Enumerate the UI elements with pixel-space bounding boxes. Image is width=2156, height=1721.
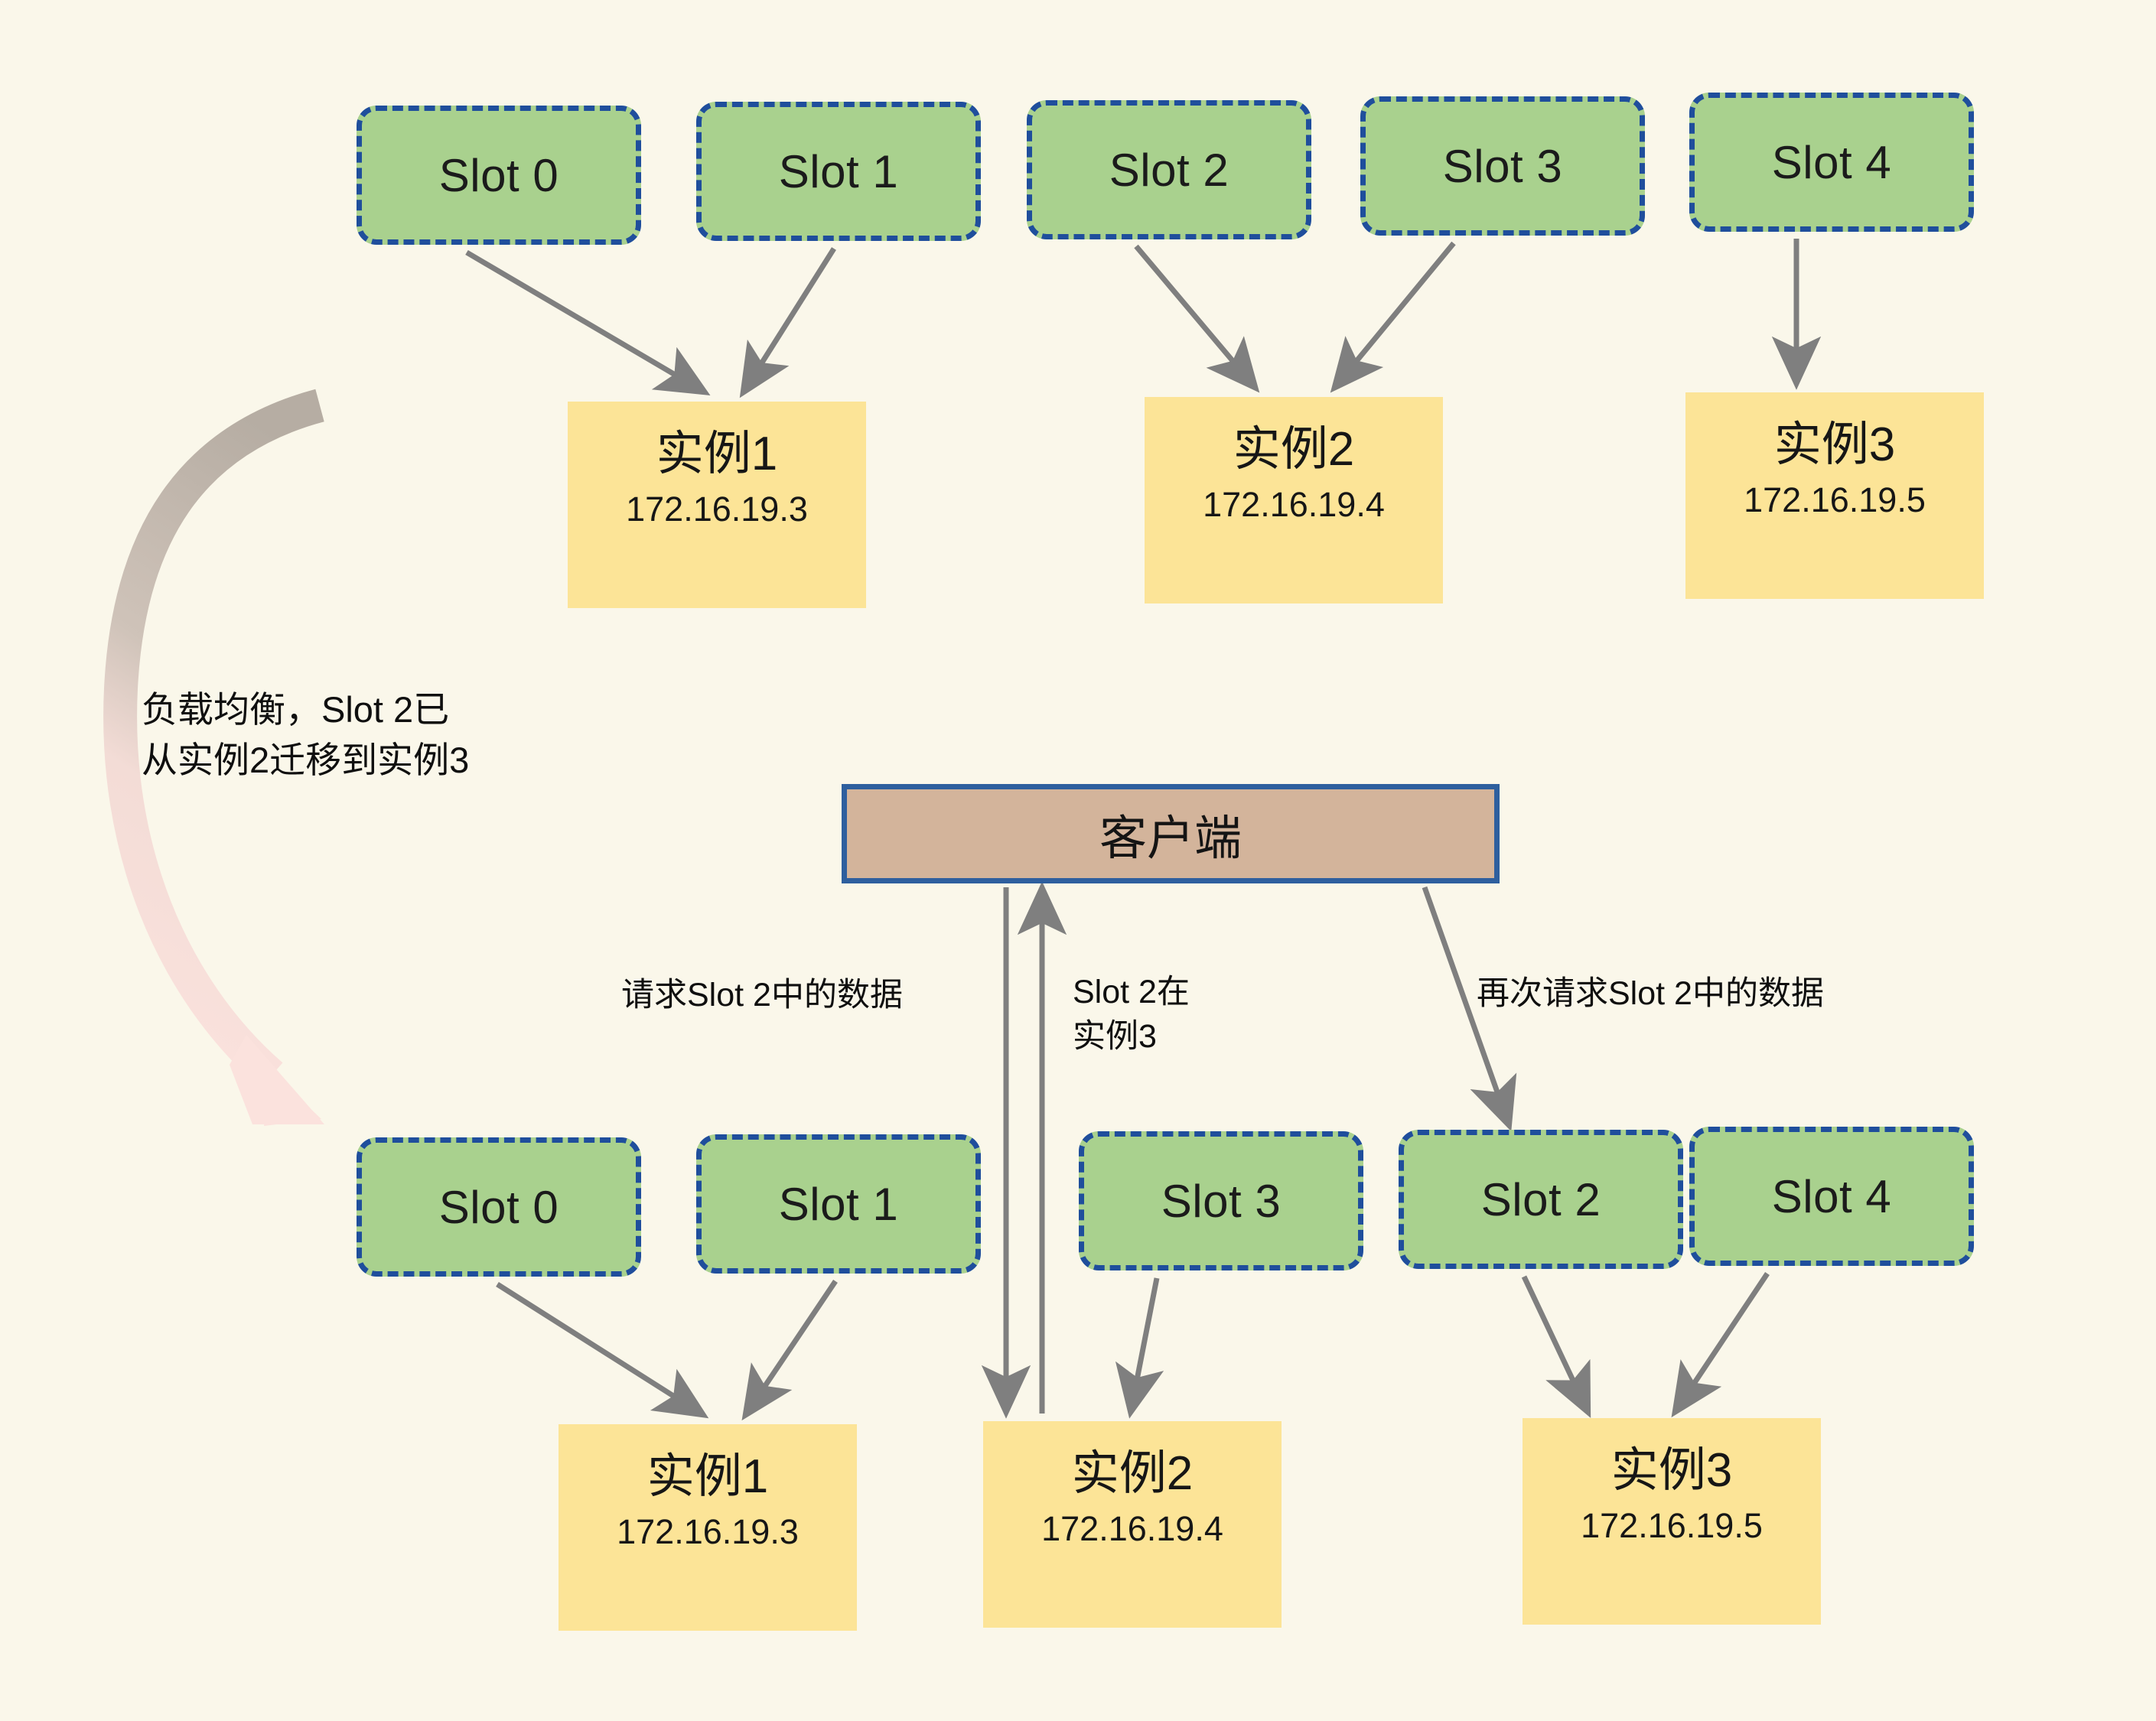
top-instance-3-ip: 172.16.19.5	[1744, 480, 1926, 520]
client-label: 客户端	[1099, 812, 1242, 865]
top-instance-1-ip: 172.16.19.3	[626, 490, 808, 529]
edge-top-slot1-instance1	[739, 247, 836, 399]
top-slot-2-label: Slot 2	[1109, 144, 1229, 196]
bottom-slot-2-label: Slot 2	[1480, 1173, 1601, 1225]
bottom-slot-4[interactable]: Slot 4	[1689, 1127, 1974, 1266]
label-slot2-moved-reply: Slot 2在 实例3	[1073, 974, 1190, 1056]
edge-bot-slot2-instance3	[1521, 1275, 1591, 1418]
bottom-instance-3[interactable]: 实例3 172.16.19.5	[1523, 1418, 1821, 1625]
edge-top-slot2-instance2	[1134, 244, 1260, 393]
top-instance-1[interactable]: 实例1 172.16.19.3	[568, 402, 866, 608]
top-slot-1[interactable]: Slot 1	[696, 102, 981, 241]
top-instance-1-title: 实例1	[656, 428, 778, 480]
edge-bot-slot1-instance1	[741, 1280, 838, 1421]
top-slot-2[interactable]: Slot 2	[1027, 100, 1311, 239]
top-slot-4[interactable]: Slot 4	[1689, 93, 1974, 232]
bottom-instance-2[interactable]: 实例2 172.16.19.4	[983, 1421, 1282, 1628]
top-slot-0[interactable]: Slot 0	[357, 106, 641, 245]
top-slot-1-label: Slot 1	[778, 145, 899, 197]
bottom-slot-3[interactable]: Slot 3	[1079, 1131, 1363, 1270]
bottom-instance-3-title: 实例3	[1610, 1444, 1733, 1497]
top-instance-2[interactable]: 实例2 172.16.19.4	[1145, 397, 1443, 603]
bottom-slot-to-instance-edges	[496, 1272, 1770, 1421]
bottom-instance-1-ip: 172.16.19.3	[617, 1512, 799, 1552]
bottom-slot-3-label: Slot 3	[1161, 1175, 1282, 1227]
bottom-slot-1-label: Slot 1	[778, 1178, 899, 1230]
top-instance-3[interactable]: 实例3 172.16.19.5	[1685, 392, 1984, 599]
bottom-slot-2[interactable]: Slot 2	[1399, 1130, 1683, 1269]
bottom-instance-2-title: 实例2	[1071, 1447, 1194, 1500]
edge-bot-slot0-instance1	[496, 1282, 709, 1419]
top-slot-3[interactable]: Slot 3	[1360, 96, 1645, 236]
client-box[interactable]: 客户端	[842, 784, 1500, 883]
bottom-instance-1-title: 实例1	[646, 1450, 769, 1503]
top-slot-3-label: Slot 3	[1442, 140, 1563, 192]
bottom-slot-1[interactable]: Slot 1	[696, 1134, 981, 1274]
edge-bot-slot4-instance3	[1671, 1272, 1770, 1418]
label-request-slot2-again: 再次请求Slot 2中的数据	[1477, 975, 1824, 1012]
edge-top-slot3-instance2	[1330, 241, 1456, 393]
bottom-slot-0-label: Slot 0	[438, 1181, 559, 1233]
top-slot-4-label: Slot 4	[1771, 136, 1892, 188]
top-instance-3-title: 实例3	[1773, 418, 1896, 471]
edge-top-slot0-instance1	[465, 249, 711, 395]
top-slot-0-label: Slot 0	[438, 149, 559, 201]
top-instance-2-title: 实例2	[1233, 423, 1355, 476]
migration-note: 负载均衡，Slot 2已 从实例2迁移到实例3	[142, 689, 470, 780]
bottom-slot-0[interactable]: Slot 0	[357, 1137, 641, 1277]
bottom-slot-4-label: Slot 4	[1771, 1170, 1892, 1222]
top-slot-to-instance-edges	[465, 239, 1822, 399]
top-instance-2-ip: 172.16.19.4	[1203, 485, 1385, 525]
bottom-instance-3-ip: 172.16.19.5	[1581, 1506, 1763, 1546]
bottom-instance-2-ip: 172.16.19.4	[1041, 1509, 1223, 1549]
label-request-slot2-data: 请求Slot 2中的数据	[621, 977, 903, 1013]
bottom-instance-1[interactable]: 实例1 172.16.19.3	[559, 1424, 857, 1631]
edge-bot-slot3-instance2	[1115, 1277, 1164, 1419]
